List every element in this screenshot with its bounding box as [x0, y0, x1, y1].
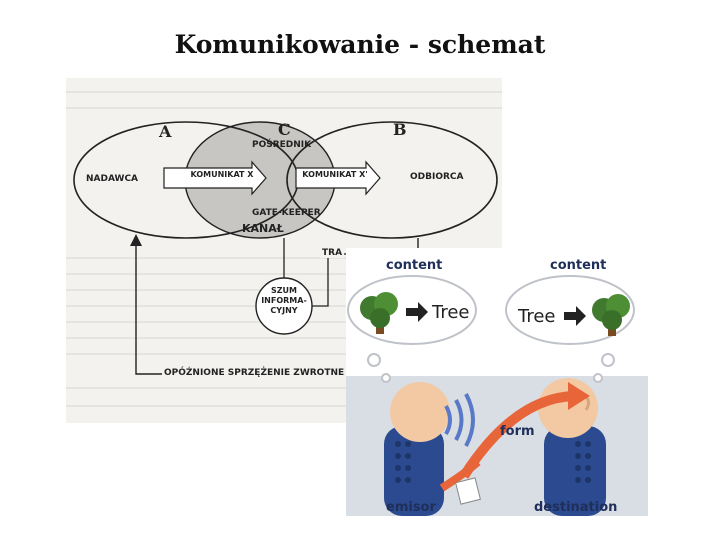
tree-word-left: Tree — [432, 302, 470, 323]
sound-waves — [444, 393, 475, 447]
tree-icon-right — [592, 294, 630, 336]
tree-icon-left — [360, 292, 398, 334]
emisor-figure — [384, 382, 450, 516]
channel-label: KANAŁ — [242, 222, 284, 235]
message-x-prime-label: KOMUNIKAT X' — [302, 170, 368, 179]
receiver-label: ODBIORCA — [410, 172, 464, 182]
label-c: C — [278, 120, 291, 139]
emisor-label: emisor — [386, 500, 436, 515]
illustration-graphics — [346, 275, 648, 516]
form-arrow — [459, 391, 575, 479]
form-label: form — [500, 424, 535, 439]
communication-illustration: content content Tree Tree form emisor de… — [346, 248, 648, 516]
arrow-icon-right — [564, 306, 586, 326]
paper-icon — [455, 477, 481, 505]
arrow-message-x — [163, 160, 267, 196]
content-label-left: content — [386, 258, 443, 273]
page-title: Komunikowanie - schemat — [174, 30, 546, 59]
arrow-icon-left — [406, 302, 428, 322]
ellipse-b — [286, 121, 498, 239]
noise-label: SZUM INFORMA-CYJNY — [261, 286, 307, 315]
gatekeeper-label: GATE-KEEPER — [252, 208, 321, 218]
feedback-label: OPÓŹNIONE SPRZĘŻENIE ZWROTNE — [162, 368, 347, 378]
thought-cloud-right — [505, 275, 635, 345]
content-label-right: content — [550, 258, 607, 273]
partial-label: TRA — [320, 248, 345, 258]
label-b: B — [393, 120, 407, 139]
tree-word-right: Tree — [518, 306, 556, 327]
sender-label: NADAWCA — [86, 174, 139, 184]
label-a: A — [159, 122, 172, 141]
feedback-arrowhead — [130, 234, 142, 246]
message-x-label: KOMUNIKAT X — [190, 170, 254, 179]
intermediary-label: POŚREDNIK — [252, 140, 312, 150]
arrow-message-x-prime — [295, 160, 381, 196]
destination-label: destination — [534, 500, 618, 515]
